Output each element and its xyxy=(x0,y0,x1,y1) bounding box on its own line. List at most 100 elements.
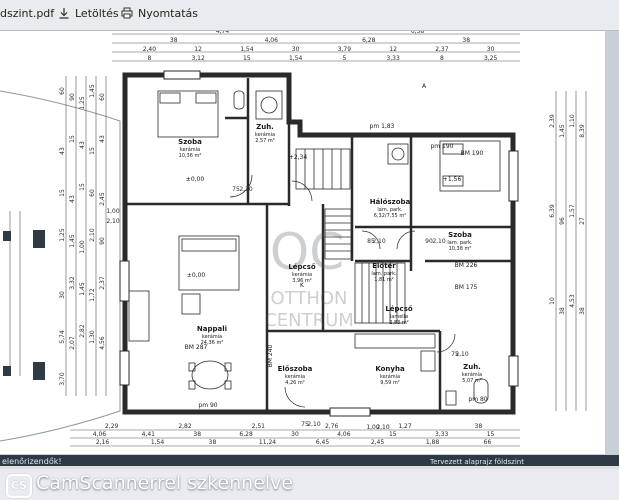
room-name: Szoba xyxy=(448,231,472,239)
top-dimension: 3,12 xyxy=(191,55,205,62)
bottom-dimension: 1,27 xyxy=(398,423,412,430)
room-floor: kerámia xyxy=(462,371,482,378)
plan-mark: BM 190 xyxy=(461,150,484,157)
door-swings xyxy=(229,174,456,408)
left-dimension: 15 xyxy=(69,135,76,143)
left-dimension: 1,45 xyxy=(89,84,96,98)
room-name: Zuh. xyxy=(256,123,274,131)
left-dimension: 90 xyxy=(99,237,106,245)
bottom-dimension: 38 xyxy=(209,439,217,446)
room-name: Zuh. xyxy=(463,363,481,371)
left-dimension: 3,70 xyxy=(59,372,66,386)
top-dimension: 1,54 xyxy=(240,46,254,53)
top-dimension: 30 xyxy=(292,46,300,53)
bottom-dimension: 11,24 xyxy=(259,439,276,446)
download-label: Letöltés xyxy=(75,7,119,20)
left-dimension: 60 xyxy=(59,87,66,95)
room-area: 2,83 m² xyxy=(389,320,409,326)
top-dimension: 12 xyxy=(194,46,202,53)
download-icon xyxy=(59,8,69,19)
level-mark: ±0,00 xyxy=(186,176,205,183)
top-dimension: 3,33 xyxy=(386,55,400,62)
left-dimension: 1,30 xyxy=(89,330,96,344)
top-dimension: 6,58 xyxy=(411,31,425,35)
status-bar: elenőrizendők! Tervezett alaprajz földsz… xyxy=(0,455,619,469)
right-dimension: 2,39 xyxy=(549,114,556,128)
left-dimension: 15 xyxy=(89,147,96,155)
bottom-dimension: 6,45 xyxy=(316,439,330,446)
level-mark: ±0,00 xyxy=(187,272,206,279)
plan-mark: BM 287 xyxy=(185,344,208,351)
room-area: 5,07 m² xyxy=(462,378,482,384)
room-name: Nappali xyxy=(197,325,227,333)
camscanner-logo-icon: CS xyxy=(6,474,32,498)
top-dimension: 2,40 xyxy=(143,46,157,53)
top-dimension-lines xyxy=(112,33,520,62)
room-name: Hálószoba xyxy=(370,198,411,206)
room-area: 3,96 m² xyxy=(292,278,312,284)
left-dimension: 15 xyxy=(59,189,66,197)
room-floor: kerámia xyxy=(285,373,305,380)
left-dimension: 2,37 xyxy=(99,276,106,290)
door-dimension: 1,00 xyxy=(106,208,120,215)
door-dimension: 2,10 xyxy=(106,218,120,225)
download-button[interactable]: Letöltés xyxy=(58,7,119,21)
top-dimension: 4,74 xyxy=(216,31,230,35)
level-mark: +1,56 xyxy=(443,176,462,183)
right-dimension: 38 xyxy=(579,307,586,315)
left-dimension: 43 xyxy=(79,141,86,149)
right-dimension: 1,45 xyxy=(559,124,566,138)
left-dimension: 90 xyxy=(69,93,76,101)
left-dimension: 1,00 xyxy=(79,240,86,254)
door-dimension: 90 xyxy=(425,238,433,245)
left-dimension: 1,72 xyxy=(89,288,96,302)
left-dimension: 43 xyxy=(59,147,66,155)
file-name: dszint.pdf xyxy=(0,7,55,20)
right-dimension: 1,10 xyxy=(569,114,576,128)
door-dimension: 1,00 xyxy=(366,424,380,431)
bottom-dimension: 38 xyxy=(475,423,483,430)
room-name: Előszoba xyxy=(278,364,313,373)
plan-mark: pm 1,83 xyxy=(370,123,395,130)
bottom-dimension: 2,16 xyxy=(96,439,110,446)
bottom-dimension: 30 xyxy=(291,431,299,438)
right-dimension: 4,53 xyxy=(569,294,576,308)
room-floor: kerámia xyxy=(292,271,312,278)
top-dimension: 3,25 xyxy=(484,55,498,62)
interior-walls xyxy=(125,78,513,412)
bottom-dimension: 6,28 xyxy=(239,431,253,438)
room-name: Lépcső xyxy=(288,262,316,271)
printer-icon xyxy=(121,7,133,19)
status-strip: Tervezett alaprajz földszint xyxy=(430,458,524,466)
room-area: 2,57 m² xyxy=(255,138,275,144)
bottom-dimension: 1,88 xyxy=(426,439,440,446)
room-floor: lam. park. xyxy=(371,271,397,277)
windows xyxy=(119,70,519,417)
exterior-walls xyxy=(122,72,516,415)
bottom-dimension: 2,51 xyxy=(252,423,266,430)
room-name: Szoba xyxy=(178,138,202,146)
room-name: Konyha xyxy=(375,365,405,373)
print-button[interactable]: Nyomtatás xyxy=(121,7,198,21)
room-area: 9,59 m² xyxy=(380,380,400,386)
bottom-dimension: 15 xyxy=(389,431,397,438)
right-dimension: 6,39 xyxy=(549,204,556,218)
room-area: 4,26 m² xyxy=(285,380,305,386)
bottom-dimension: 2,76 xyxy=(325,423,339,430)
left-dimension: 1,45 xyxy=(79,282,86,296)
top-dimension: 5 xyxy=(342,55,346,62)
level-mark: +2,34 xyxy=(289,154,308,161)
left-dimension: 2,10 xyxy=(89,228,96,242)
door-dimension: 2,10 xyxy=(432,238,446,245)
top-dimension: 8 xyxy=(147,55,151,62)
left-dimension: 5,74 xyxy=(59,330,66,344)
room-floor: lam. park. xyxy=(447,240,473,246)
top-dimension: 30 xyxy=(487,46,495,53)
right-dimension: 8,39 xyxy=(579,124,586,138)
